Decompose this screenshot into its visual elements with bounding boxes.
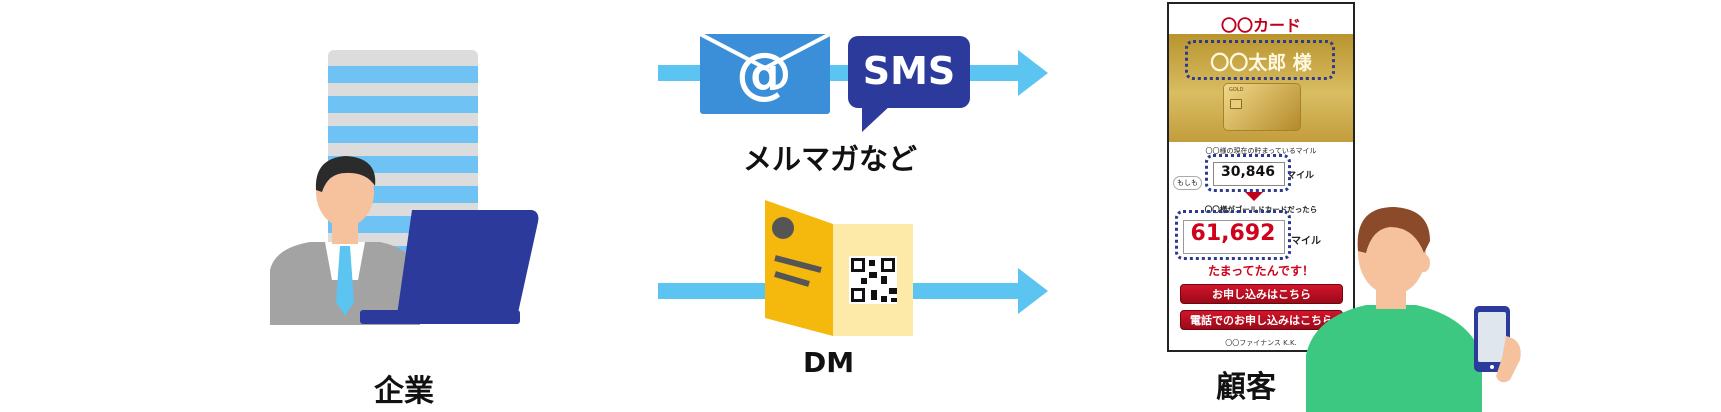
current-miles-caption: 〇〇様の現在の貯まっているマイル bbox=[1205, 147, 1317, 155]
card-chip-icon bbox=[1230, 99, 1242, 109]
gold-miles-value: 61,692 bbox=[1190, 221, 1276, 246]
dm-label: DM bbox=[803, 346, 855, 379]
gold-miles-box bbox=[1183, 220, 1285, 254]
phone-screen-card: 〇〇カード 〇〇太郎 様 GOLD 〇〇様の現在の貯まっているマイル 30,84… bbox=[1167, 2, 1355, 352]
card-brand: 〇〇カード bbox=[1220, 16, 1301, 35]
customer-label: 顧客 bbox=[1216, 370, 1276, 405]
customer-icon bbox=[1306, 207, 1482, 412]
gold-miles-unit: マイル bbox=[1291, 236, 1321, 247]
sms-text: SMS bbox=[862, 49, 956, 93]
gold-caption: 〇〇様がゴールドカードだったら bbox=[1204, 205, 1318, 214]
gold-card-icon: GOLD bbox=[1224, 84, 1300, 130]
current-miles-highlight bbox=[1205, 154, 1291, 192]
moshimo-bubble: もしも bbox=[1173, 176, 1202, 190]
tamatteta-text: たまってたんです！ bbox=[1208, 264, 1314, 278]
current-miles-box bbox=[1213, 162, 1285, 186]
businessman-icon bbox=[270, 156, 539, 325]
gold-miles-highlight bbox=[1175, 210, 1291, 260]
red-down-arrow-icon bbox=[1245, 192, 1263, 201]
at-symbol: @ bbox=[736, 41, 792, 106]
name-highlight bbox=[1185, 40, 1335, 80]
smartphone-icon bbox=[1474, 306, 1521, 383]
current-miles-value: 30,846 bbox=[1220, 164, 1276, 180]
card-footer: 〇〇ファイナンス K.K. bbox=[1225, 339, 1297, 347]
miles-unit: マイル bbox=[1287, 171, 1315, 181]
customer-name: 〇〇太郎 様 bbox=[1210, 52, 1312, 74]
dm-mailer-icon bbox=[765, 200, 915, 340]
apply-button[interactable]: お申し込みはこちら bbox=[1180, 284, 1343, 304]
sms-bubble-icon: SMS bbox=[848, 36, 978, 132]
newsletter-label: メルマガなど bbox=[743, 142, 918, 176]
company-illustration bbox=[270, 40, 590, 360]
phone-apply-button[interactable]: 電話でのお申し込みはこちら bbox=[1180, 310, 1343, 330]
envelope-icon: @ bbox=[699, 32, 831, 114]
company-label: 企業 bbox=[374, 374, 434, 409]
card-gold-label: GOLD bbox=[1229, 87, 1244, 93]
